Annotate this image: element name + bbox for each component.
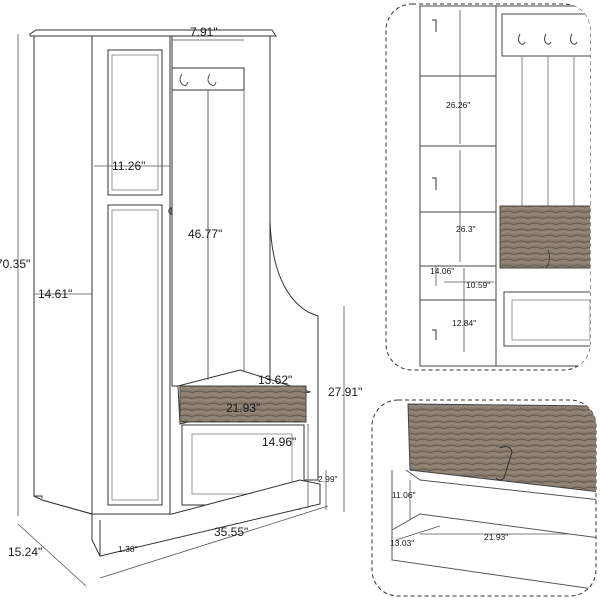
cabinet-depth-label: 14.61"	[38, 287, 72, 301]
bench-lid-detail	[499, 205, 590, 269]
total-width-label: 35.55"	[214, 525, 248, 539]
coat-hooks	[179, 73, 217, 87]
dimension-lines	[17, 34, 345, 587]
base-height-label: 2.99"	[318, 474, 338, 484]
hook-icon	[179, 73, 189, 87]
lower-shelf-height-label: 26.3"	[456, 224, 476, 234]
toe-kick-label: 1.38"	[118, 544, 138, 554]
upper-door-panel	[107, 49, 163, 196]
backboard-height-label: 46.77"	[188, 227, 222, 241]
lid-gap-label: 11.06"	[392, 490, 416, 500]
hook-spacing-label: 7.91"	[190, 25, 218, 39]
back-panel	[171, 35, 271, 387]
cabinet-width-label: 11.26"	[112, 159, 145, 173]
bench-width-label: 21.93"	[226, 401, 260, 415]
storage-height-label: 14.96"	[262, 435, 296, 449]
shelf-depth-label: 14.06"	[430, 266, 454, 276]
cabinet-top	[29, 29, 277, 37]
base	[33, 479, 321, 557]
bench-detail-view	[371, 399, 597, 597]
bench-seat-top	[179, 385, 307, 423]
latch-icon	[545, 249, 551, 269]
hook-icon	[207, 73, 217, 87]
bottom-gap-label: 12.84"	[452, 318, 476, 328]
overall-height-label: 70.35"	[0, 257, 30, 271]
hook-icon	[518, 33, 526, 45]
box-interior	[391, 470, 596, 591]
box-width-label: 21.93"	[484, 532, 508, 542]
box-depth-label: 13.03"	[390, 538, 414, 548]
cabinet-side	[33, 35, 93, 515]
hook-icon	[544, 33, 552, 45]
latch-icon	[495, 446, 513, 481]
open-lid	[407, 403, 596, 493]
total-depth-label: 15.24"	[8, 545, 42, 559]
main-view	[17, 29, 345, 587]
hook-rail-detail	[501, 13, 590, 57]
shelf-width-label: 10.59"	[466, 280, 490, 290]
hook-icon	[570, 33, 578, 45]
left-cabinet	[91, 33, 171, 515]
bench-height-label: 27.91"	[328, 385, 362, 399]
dimension-labels: 70.35" 14.61" 11.26" 7.91" 46.77" 13.62"…	[0, 25, 508, 559]
bench-depth-label: 13.62"	[258, 373, 292, 387]
lower-door-panel	[107, 204, 163, 506]
upper-shelf-height-label: 26.26"	[446, 100, 470, 110]
interior-view	[385, 3, 591, 371]
